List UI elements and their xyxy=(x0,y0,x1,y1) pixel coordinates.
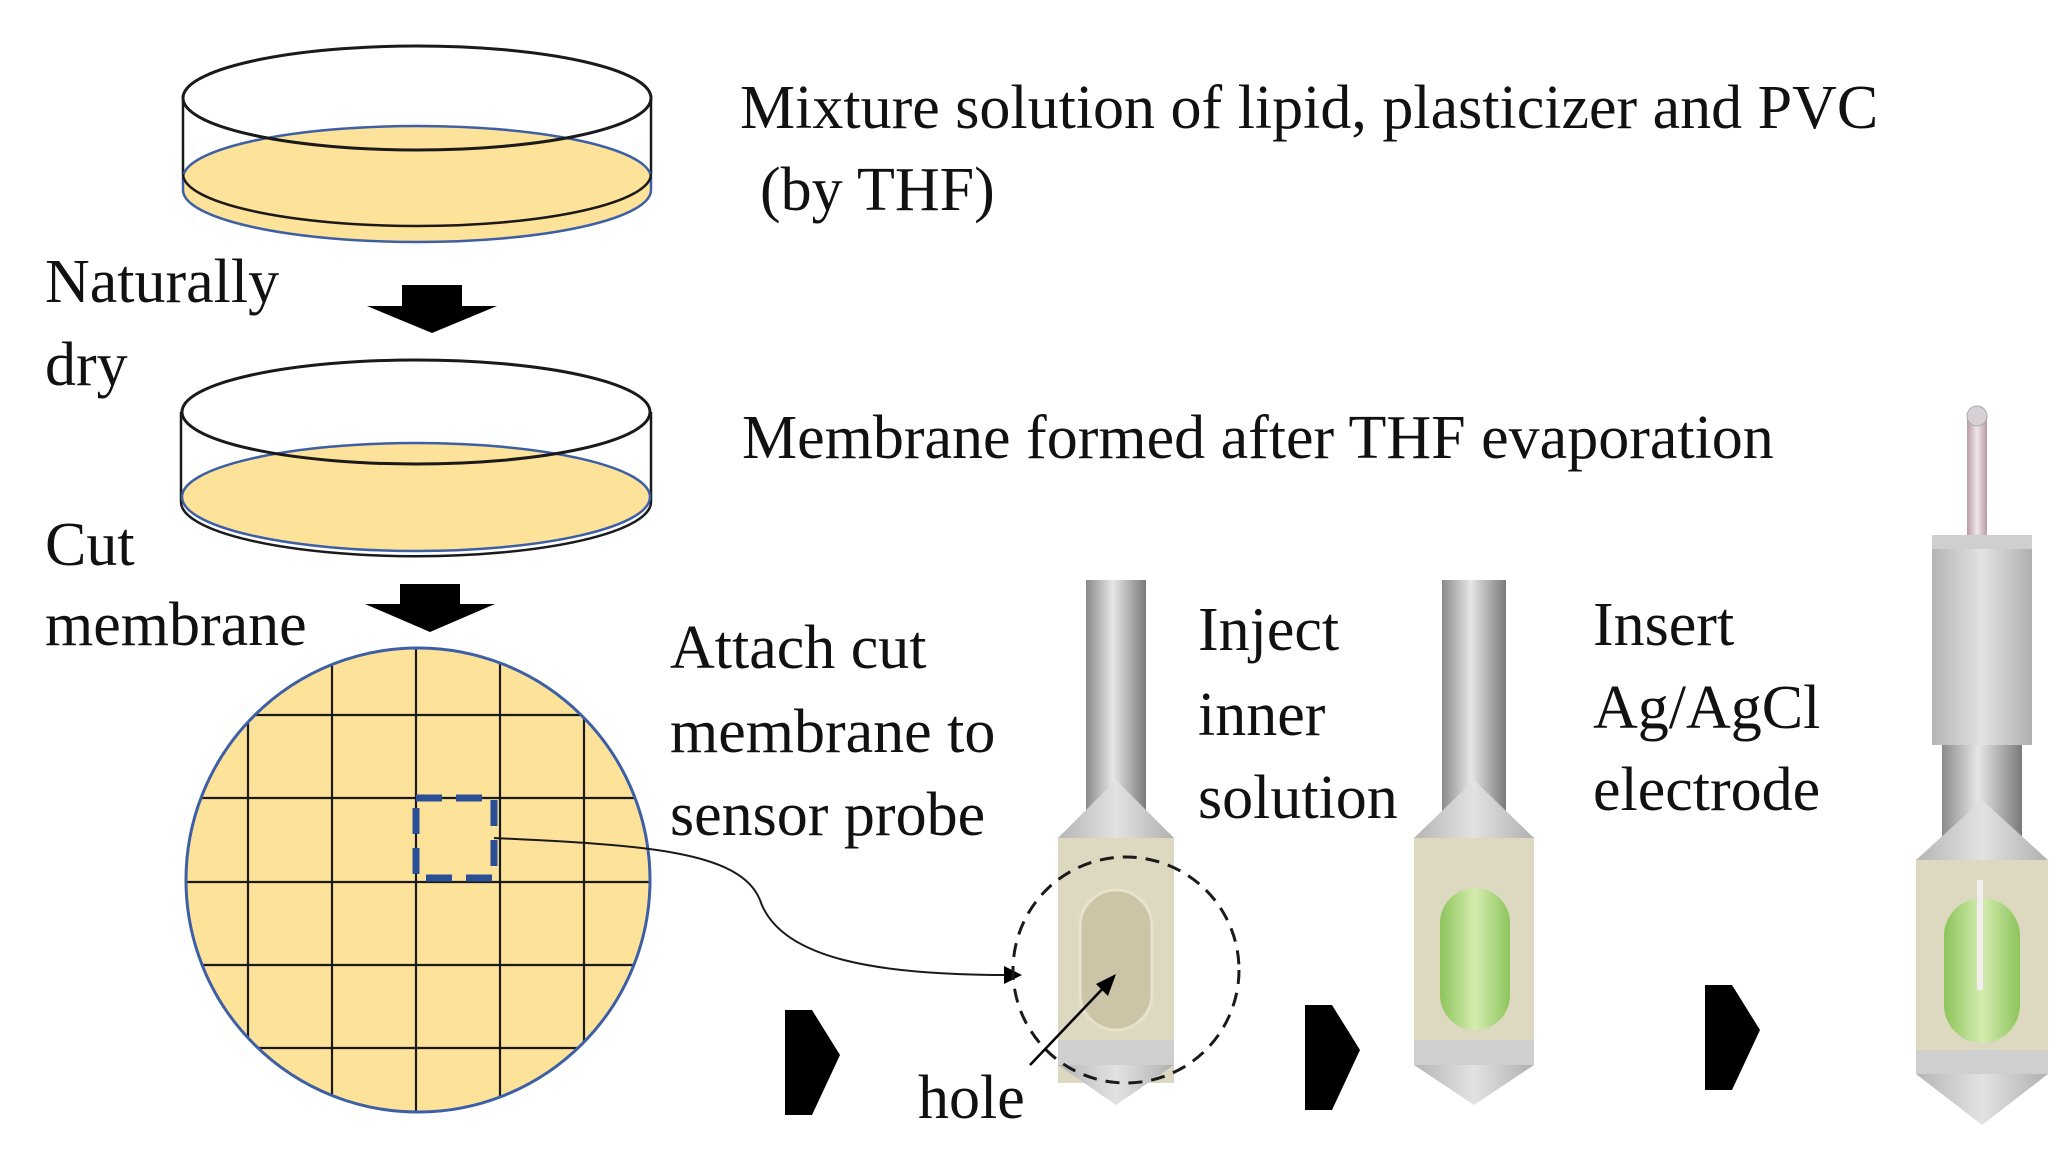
label-inject-line1: Inject xyxy=(1198,596,1339,664)
right-arrow-3 xyxy=(1705,985,1760,1090)
connector-line xyxy=(493,837,1011,976)
label-mixture-line2: (by THF) xyxy=(760,156,995,224)
sensor-probe-inner-solution xyxy=(1414,580,1534,1105)
label-attach-line3: sensor probe xyxy=(670,781,985,849)
dish-rim xyxy=(181,44,653,152)
label-hole: hole xyxy=(918,1064,1025,1132)
dish-rim xyxy=(180,358,652,466)
label-inject-line3: solution xyxy=(1198,764,1398,832)
label-membrane: membrane xyxy=(45,591,307,659)
label-dry: dry xyxy=(45,331,128,399)
label-attach-line1: Attach cut xyxy=(670,614,927,682)
inner-solution xyxy=(1440,888,1510,1030)
dashed-highlight-circle xyxy=(1011,855,1241,1085)
label-cut: Cut xyxy=(45,511,135,579)
label-insert-line2: Ag/AgCl xyxy=(1593,674,1820,742)
label-attach-line2: membrane to xyxy=(670,698,995,766)
label-naturally: Naturally xyxy=(45,248,279,316)
petri-dish-solution xyxy=(181,44,653,244)
down-arrow-2 xyxy=(365,584,495,632)
label-insert-line1: Insert xyxy=(1593,591,1734,659)
down-arrow-1 xyxy=(367,285,497,333)
petri-dish-membrane xyxy=(179,358,653,558)
label-mixture-line1: Mixture solution of lipid, plasticizer a… xyxy=(740,74,1878,142)
membrane-disc-grid xyxy=(184,646,652,1114)
sensor-probe-hole xyxy=(1011,580,1241,1105)
membrane-layer xyxy=(180,441,652,553)
label-insert-line3: electrode xyxy=(1593,756,1820,824)
label-inject-line2: inner xyxy=(1198,681,1326,749)
electrode-wire xyxy=(1967,418,1987,553)
right-arrow-1 xyxy=(785,1010,840,1115)
right-arrow-2 xyxy=(1305,1005,1360,1110)
label-membrane-formed: Membrane formed after THF evaporation xyxy=(742,404,1774,472)
probe-hole xyxy=(1078,888,1154,1032)
sensor-probe-electrode xyxy=(1916,405,2048,1125)
